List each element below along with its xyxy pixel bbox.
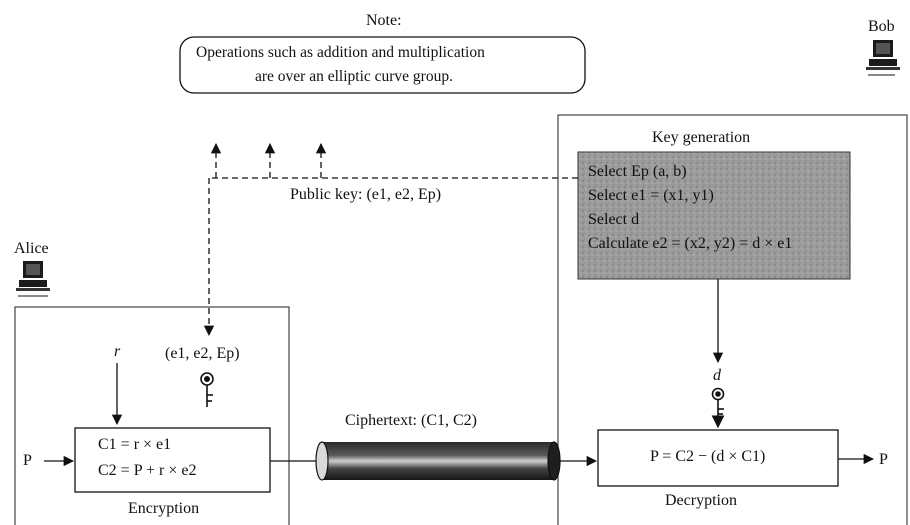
private-key-icon xyxy=(711,387,725,429)
decryption-formula: P = C2 − (d × C1) xyxy=(650,448,766,465)
ciphertext-label: Ciphertext: (C1, C2) xyxy=(345,412,477,429)
alice-label: Alice xyxy=(14,240,49,257)
encryption-line-2: C2 = P + r × e2 xyxy=(98,462,197,479)
public-key-dashed-line xyxy=(203,142,578,337)
alice-computer-icon xyxy=(16,261,50,297)
random-r-label: r xyxy=(114,343,121,360)
keygen-line-1: Select Ep (a, b) xyxy=(588,163,687,180)
bob-panel xyxy=(557,114,908,525)
keygen-line-3: Select d xyxy=(588,211,640,228)
note-box xyxy=(179,36,586,94)
ciphertext-pipe xyxy=(315,441,561,481)
public-key-icon xyxy=(200,372,214,407)
plaintext-input-label: P xyxy=(23,452,32,469)
decryption-caption: Decryption xyxy=(665,492,737,509)
bob-computer-icon xyxy=(866,40,900,76)
encryption-line-1: C1 = r × e1 xyxy=(98,436,172,453)
keygen-box xyxy=(577,151,851,280)
public-key-tuple: (e1, e2, Ep) xyxy=(165,345,240,362)
note-line-2: are over an elliptic curve group. xyxy=(255,68,453,85)
keygen-line-2: Select e1 = (x1, y1) xyxy=(588,187,714,204)
private-key-label: d xyxy=(713,367,721,384)
note-title: Note: xyxy=(366,12,402,29)
plaintext-output-label: P xyxy=(879,451,888,468)
alice-panel xyxy=(14,306,290,525)
note-line-1: Operations such as addition and multipli… xyxy=(196,44,485,61)
encryption-caption: Encryption xyxy=(128,500,200,517)
keygen-title: Key generation xyxy=(652,129,751,146)
decryption-box xyxy=(597,429,839,487)
encryption-box xyxy=(74,427,271,493)
keygen-line-4: Calculate e2 = (x2, y2) = d × e1 xyxy=(588,235,793,252)
public-key-label: Public key: (e1, e2, Ep) xyxy=(290,186,442,203)
bob-label: Bob xyxy=(868,18,895,35)
